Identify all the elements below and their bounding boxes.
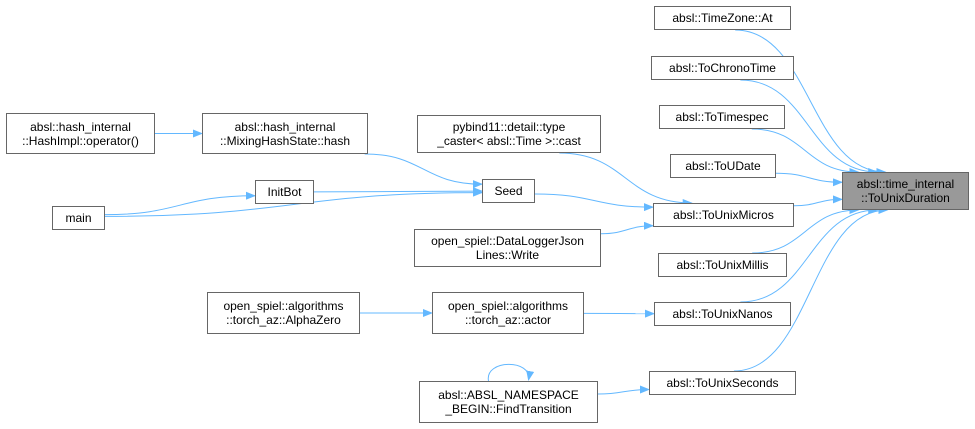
edge-mixhash-to-seed (364, 153, 483, 189)
edge-nanos-to-focus (740, 206, 879, 303)
edge-timespec-to-focus (751, 128, 860, 176)
node-label-line: open_spiel::algorithms (223, 299, 344, 313)
node-seed[interactable]: Seed (482, 179, 535, 203)
edge-main-to-initbot (104, 191, 256, 216)
node-hash-impl-operator[interactable]: absl::hash_internal ::HashImpl::operator… (6, 113, 155, 154)
edge-findtrans-to-findtrans (487, 363, 535, 382)
node-label-line: ::torch_az::AlphaZero (226, 313, 341, 327)
node-label-line: Lines::Write (475, 248, 540, 262)
node-label-line: open_spiel::algorithms (447, 299, 569, 313)
node-datalogger-jsonlines-write[interactable]: open_spiel::DataLoggerJson Lines::Write (414, 229, 601, 267)
node-find-transition[interactable]: absl::ABSL_NAMESPACE _BEGIN::FindTransit… (419, 381, 598, 423)
node-to-unix-micros[interactable]: absl::ToUnixMicros (653, 203, 794, 227)
edge-millis-to-focus (752, 206, 860, 254)
edge-findtrans-to-seconds (597, 385, 650, 395)
node-label-line: absl::ToUnixMicros (673, 208, 774, 222)
edge-datalogger-to-micros (600, 221, 654, 235)
node-to-unix-millis[interactable]: absl::ToUnixMillis (658, 253, 787, 277)
node-label-line: ::MixingHashState::hash (219, 133, 351, 148)
edge-pybind-to-micros (559, 152, 693, 207)
node-label-line: main (65, 211, 92, 225)
node-label-line: ::torch_az::actor (464, 313, 552, 327)
edge-timezone_at-to-focus (735, 29, 887, 176)
node-timezone-at[interactable]: absl::TimeZone::At (654, 6, 791, 30)
node-label-line: _caster< absl::Time >::cast (437, 134, 581, 148)
node-torch-az-actor[interactable]: open_spiel::algorithms ::torch_az::actor (432, 292, 584, 334)
node-to-unix-duration: absl::time_internal ::ToUnixDuration (842, 172, 969, 210)
node-to-timespec[interactable]: absl::ToTimespec (659, 105, 785, 129)
node-label-line: _BEGIN::FindTransition (445, 402, 572, 416)
node-label-line: InitBot (267, 185, 302, 199)
node-label-line: absl::ToUnixMillis (676, 258, 769, 272)
edge-initbot-to-seed (313, 187, 483, 196)
node-torch-az-alphazero[interactable]: open_spiel::algorithms ::torch_az::Alpha… (207, 292, 360, 334)
node-label-line: absl::ToUnixNanos (672, 307, 773, 321)
node-label-line: absl::ToUDate (685, 159, 761, 173)
edge-seed-to-micros (534, 193, 654, 212)
node-main[interactable]: main (52, 206, 105, 230)
node-label-line: absl::hash_internal (234, 119, 336, 134)
node-label-line: open_spiel::DataLoggerJson (431, 234, 584, 248)
node-label-line: pybind11::detail::type (452, 120, 566, 134)
edge-udate-to-focus (775, 172, 843, 187)
node-label-line: absl::ABSL_NAMESPACE (438, 388, 579, 402)
node-init-bot[interactable]: InitBot (255, 180, 314, 204)
node-label-line: Seed (494, 184, 523, 198)
edge-main-to-seed (104, 188, 483, 217)
node-label-line: absl::hash_internal (30, 119, 131, 134)
node-label-line: ::ToUnixDuration (861, 191, 950, 205)
node-label-line: ::HashImpl::operator() (22, 133, 139, 148)
node-label-line: absl::ToTimespec (675, 110, 769, 124)
node-label-line: absl::ToChronoTime (669, 61, 776, 75)
node-to-chrono-time[interactable]: absl::ToChronoTime (651, 56, 794, 80)
node-to-unix-seconds[interactable]: absl::ToUnixSeconds (649, 371, 796, 395)
node-label-line: absl::TimeZone::At (672, 11, 773, 25)
edge-micros-to-focus (793, 195, 843, 207)
edge-seconds-to-focus (733, 206, 889, 372)
node-label-line: absl::time_internal (856, 177, 955, 191)
node-to-unix-nanos[interactable]: absl::ToUnixNanos (654, 302, 791, 326)
node-to-udate[interactable]: absl::ToUDate (670, 154, 776, 178)
node-pybind-type-caster-cast[interactable]: pybind11::detail::type _caster< absl::Ti… (417, 115, 601, 153)
node-label-line: absl::ToUnixSeconds (666, 376, 779, 390)
node-mixing-hash-state-hash[interactable]: absl::hash_internal ::MixingHashState::h… (202, 113, 368, 154)
